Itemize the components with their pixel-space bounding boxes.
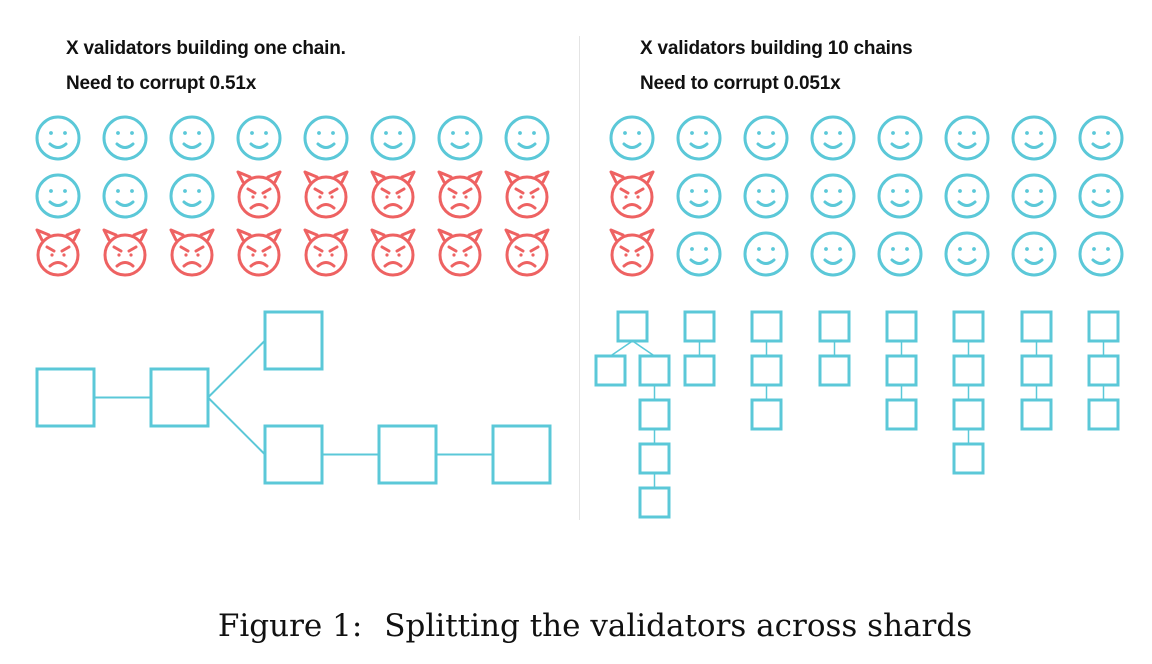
shard-block [885,310,918,343]
shard-block [750,398,783,431]
shard-block [952,442,985,475]
smiley-face-icon [1011,231,1057,277]
devil-face-icon [504,228,550,277]
chain-link [207,396,266,456]
shard-block [818,310,851,343]
smiley-face-icon [169,115,215,161]
chain-link [610,340,633,357]
panel-divider [579,36,580,520]
devil-face-icon [169,228,215,277]
smiley-face-icon [944,173,990,219]
chain-link [207,339,266,399]
chain-block [263,424,324,485]
devil-face-icon [370,170,416,219]
shard-block [638,354,671,387]
shard-block [638,486,671,519]
shard-block [1087,398,1120,431]
devil-face-icon [35,228,81,277]
shard-block [594,354,627,387]
smiley-face-icon [609,115,655,161]
smiley-face-icon [810,115,856,161]
smiley-face-icon [236,115,282,161]
smiley-face-icon [437,115,483,161]
smiley-face-icon [102,115,148,161]
devil-face-icon [504,170,550,219]
right-subtitle: Need to corrupt 0.051x [640,73,841,94]
shard-block [1020,354,1053,387]
smiley-face-icon [1078,231,1124,277]
right-title: X validators building 10 chains [640,38,913,59]
devil-face-icon [303,228,349,277]
smiley-face-icon [676,115,722,161]
devil-face-icon [102,228,148,277]
shard-block [1020,398,1053,431]
devil-face-icon [236,228,282,277]
figure-caption-label: Figure 1: [217,608,363,644]
figure-caption-text: Splitting the validators across shards [384,608,973,644]
devil-face-icon [370,228,416,277]
shard-block [616,310,649,343]
chain-block [377,424,438,485]
chain-block [149,367,210,428]
smiley-face-icon [370,115,416,161]
shard-block [1087,354,1120,387]
shard-block [638,442,671,475]
smiley-face-icon [35,115,81,161]
shard-block [952,310,985,343]
smiley-face-icon [303,115,349,161]
devil-face-icon [437,228,483,277]
smiley-face-icon [1011,173,1057,219]
chain-block [263,310,324,371]
smiley-face-icon [810,231,856,277]
smiley-face-icon [944,115,990,161]
chain-link [632,340,655,357]
devil-face-icon [437,170,483,219]
devil-face-icon [236,170,282,219]
shard-block [1020,310,1053,343]
smiley-face-icon [877,231,923,277]
shard-block [750,354,783,387]
left-subtitle: Need to corrupt 0.51x [66,73,257,94]
shard-block [683,310,716,343]
shard-block [750,310,783,343]
smiley-face-icon [504,115,550,161]
shard-block [683,354,716,387]
shard-block [952,398,985,431]
shard-block [952,354,985,387]
smiley-face-icon [810,173,856,219]
left-title: X validators building one chain. [66,38,346,59]
smiley-face-icon [877,173,923,219]
shard-block [1087,310,1120,343]
figure-caption: Figure 1: Splitting the validators across… [0,608,1152,644]
smiley-face-icon [877,115,923,161]
devil-face-icon [303,170,349,219]
shard-block [885,398,918,431]
smiley-face-icon [743,173,789,219]
smiley-face-icon [743,115,789,161]
smiley-face-icon [1011,115,1057,161]
smiley-face-icon [743,231,789,277]
shard-block [638,398,671,431]
smiley-face-icon [102,173,148,219]
smiley-face-icon [676,173,722,219]
devil-face-icon [609,170,655,219]
smiley-face-icon [169,173,215,219]
smiley-face-icon [1078,173,1124,219]
chain-block [35,367,96,428]
devil-face-icon [609,228,655,277]
smiley-face-icon [676,231,722,277]
shard-block [885,354,918,387]
smiley-face-icon [1078,115,1124,161]
smiley-face-icon [35,173,81,219]
validator-diagram [35,115,1124,519]
shard-block [818,354,851,387]
chain-block [491,424,552,485]
smiley-face-icon [944,231,990,277]
